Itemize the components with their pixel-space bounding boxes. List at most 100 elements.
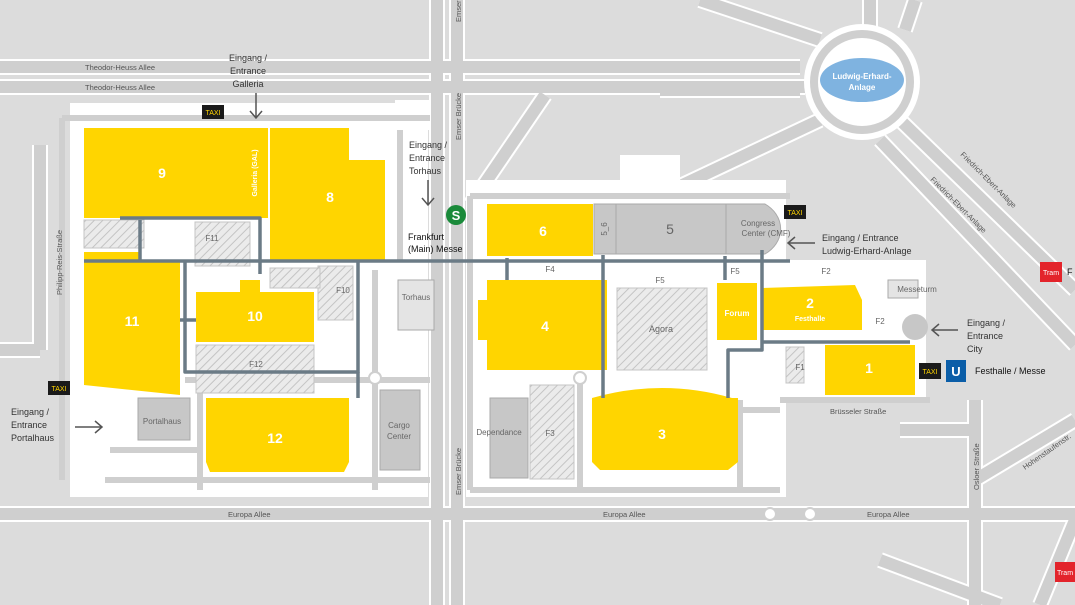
taxi-signs: TAXI TAXI TAXI TAXI [48,105,941,395]
entrance-labels: Eingang / Entrance Galleria Eingang / En… [11,53,1006,443]
galleria-label: Galleria (GAL) [252,149,259,196]
torhaus-shape [397,279,435,331]
sbahn-icon-letter: S [452,208,461,223]
hall-9-shape[interactable] [84,128,240,218]
open-areas [83,219,805,480]
area-f4-label: F4 [545,265,555,274]
entrance-city[interactable]: Eingang / Entrance City [967,318,1006,354]
taxi-sign-festhalle: TAXI [919,363,941,379]
area-f5b-label: F5 [730,267,740,276]
roundabout-label-1: Ludwig-Erhard- [832,72,891,81]
roundabout-label-2: Anlage [849,83,876,92]
hall-6-label: 6 [539,223,547,239]
svg-text:Entrance: Entrance [230,66,266,76]
svg-text:TAXI: TAXI [922,369,937,376]
svg-text:Eingang / Entrance: Eingang / Entrance [822,233,899,243]
area-f12-shape [195,344,315,394]
area-f12-label: F12 [249,360,263,369]
sbahn-station[interactable]: S Frankfurt (Main) Messe [408,205,466,254]
walkways [84,216,910,398]
svg-text:Eingang /: Eingang / [967,318,1006,328]
area-f3-label: F3 [545,429,555,438]
svg-text:F: F [1067,267,1073,277]
street-europa-3: Europa Allee [867,510,910,519]
hall-6-shape[interactable] [487,204,593,256]
street-emser-top: Emser Brücke [454,0,463,22]
forum-label: Forum [725,309,750,318]
junction [368,371,382,385]
hall-1-shape[interactable] [825,345,915,395]
entrance-arrows [75,93,958,434]
hall-5-shape [615,203,727,255]
congress-center-shape [725,203,782,255]
dependance-label: Dependance [476,428,522,437]
svg-text:Galleria: Galleria [232,79,263,89]
area-labels: F11 F10 F12 F4 F5 F5 F2 F2 F1 F3 Agora T… [143,219,937,441]
hall-8-label: 8 [326,189,334,205]
taxi-sign-galleria: TAXI [202,105,224,119]
street-philipp-reis: Philipp-Reis-Straße [55,230,64,295]
sbahn-label-1: Frankfurt [408,232,445,242]
hall-4-shape[interactable] [478,280,607,370]
svg-text:Ludwig-Erhard-Anlage: Ludwig-Erhard-Anlage [822,246,912,256]
svg-text:Eingang /: Eingang / [229,53,268,63]
junction [573,371,587,385]
street-osloer: Osloer Straße [972,443,981,490]
grey-buildings [137,203,919,479]
hall-12-shape[interactable] [206,398,349,472]
hall-labels: 9 8 Galleria (GAL) 11 10 12 6 4 3 Forum … [125,149,874,446]
hall-3-shape[interactable] [592,388,738,470]
messeturm-label: Messeturm [897,285,937,294]
hall-11-shape[interactable] [84,252,180,395]
area-agora-label: Agora [649,324,673,334]
cargo-center-shape [379,389,421,471]
area-f5a-label: F5 [655,276,665,285]
area-f11-shape [194,221,251,267]
entrance-portalhaus[interactable]: Eingang / Entrance Portalhaus [11,407,55,443]
cargo-center-label-2: Center [387,432,411,441]
entrance-ludwig-erhard[interactable]: Eingang / Entrance Ludwig-Erhard-Anlage [822,233,912,256]
svg-text:Portalhaus: Portalhaus [11,433,55,443]
ubahn-icon-letter: U [951,364,960,379]
svg-text:Eingang /: Eingang / [11,407,50,417]
tram-stop-top[interactable]: Tram F [1040,262,1073,282]
tram-icon [1055,562,1075,582]
hall-10-label: 10 [247,308,263,324]
ubahn-label: Festhalle / Messe [975,366,1046,376]
area-f3-shape [529,384,575,480]
ubahn-station[interactable]: U Festhalle / Messe [946,360,1046,382]
hall-8-shape[interactable] [270,128,385,260]
hall-5-label: 5 [666,221,674,237]
entrance-torhaus[interactable]: Eingang / Entrance Torhaus [409,140,448,176]
entrance-galleria[interactable]: Eingang / Entrance Galleria [229,53,268,89]
svg-text:City: City [967,344,983,354]
street-bruesseler: Brüsseler Straße [830,407,886,416]
forum-shape[interactable] [717,283,757,340]
city-entrance-circle [902,314,928,340]
hall-2-shape[interactable] [762,285,862,330]
messeturm-shape [887,279,919,299]
svg-text:Tram: Tram [1043,270,1059,277]
area-f1-label: F1 [795,363,805,372]
svg-text:Torhaus: Torhaus [409,166,442,176]
tram-stop-bottom[interactable]: Tram [1055,562,1075,582]
ubahn-icon [946,360,966,382]
hall-4-label: 4 [541,318,549,334]
hall-12-label: 12 [267,430,283,446]
roundabout: Ludwig-Erhard- Anlage [804,24,920,140]
galleria-shape[interactable] [240,128,268,218]
halls [84,128,915,472]
congress-center-label-2: Center (CMF) [742,229,791,238]
junction [763,507,777,521]
svg-text:Entrance: Entrance [11,420,47,430]
hall-3-label: 3 [658,426,666,442]
sbahn-icon [446,205,466,225]
sbahn-label-2: (Main) Messe [408,244,463,254]
hall-10-shape[interactable] [196,280,314,342]
festhalle-label: Festhalle [795,316,825,323]
portalhaus-shape [137,397,191,441]
svg-text:Entrance: Entrance [967,331,1003,341]
area-f10-shape [317,265,354,321]
svg-text:TAXI: TAXI [51,386,66,393]
